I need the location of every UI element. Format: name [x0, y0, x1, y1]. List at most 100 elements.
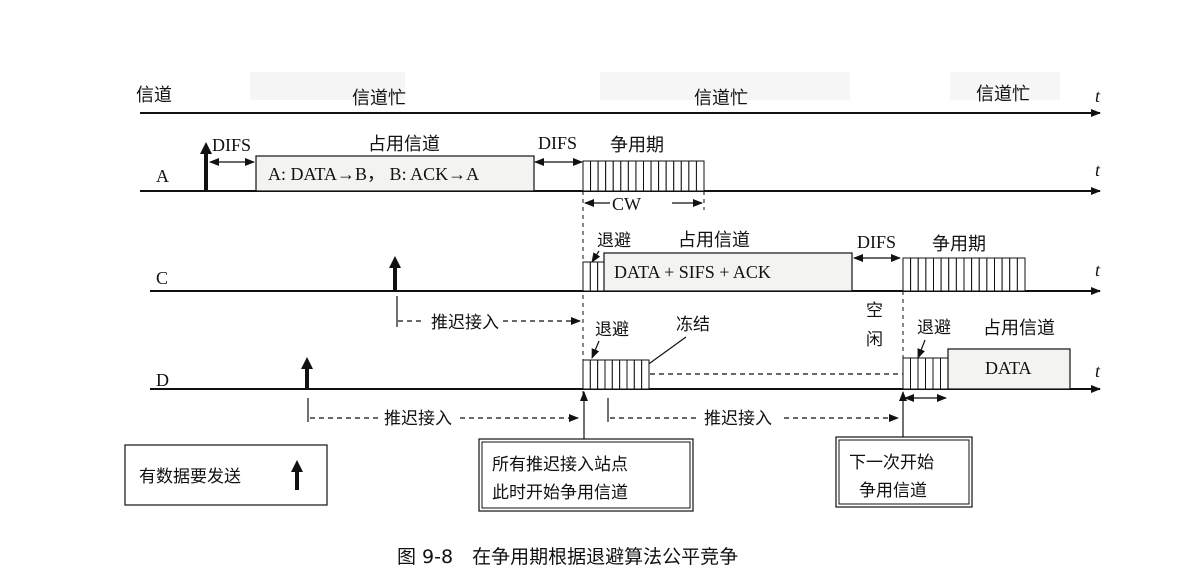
channel-busy-label-3: 信道忙 — [976, 84, 1030, 105]
time-slot — [695, 160, 705, 192]
time-slot — [917, 257, 927, 292]
backoff-label-d2: 退避 — [917, 318, 951, 338]
frame-label-a: A: DATA→B， B: ACK→A — [268, 164, 479, 184]
time-slot — [955, 257, 965, 292]
callout-box-1 — [478, 438, 694, 512]
time-slot — [971, 257, 980, 292]
time-slot — [948, 257, 957, 292]
contention-label-a: 争用期 — [610, 135, 664, 156]
time-slot — [597, 160, 607, 192]
time-slot — [986, 257, 995, 292]
frame-box-d — [947, 348, 1071, 390]
time-slot — [673, 160, 682, 192]
callout-box-2 — [835, 436, 973, 508]
time-slot — [635, 160, 644, 192]
time-slot — [641, 359, 650, 390]
axis-t-label: t — [1095, 86, 1101, 106]
defer-label-d2: 推迟接入 — [704, 409, 772, 429]
contention-window-slots-a — [582, 160, 705, 192]
legend-arrow-head-icon — [291, 460, 303, 472]
callout-2-line-2: 争用信道 — [859, 481, 927, 501]
time-slot — [902, 257, 912, 292]
legend-box — [124, 444, 328, 506]
time-slot — [597, 359, 606, 390]
frame-label-c: DATA + SIFS + ACK — [614, 262, 771, 282]
idle-label-1: 空 — [866, 301, 883, 321]
backoff-pointer-d2 — [917, 339, 926, 359]
station-a-label: A — [156, 166, 169, 186]
axis-t-label: t — [1095, 160, 1101, 180]
time-slot — [611, 359, 621, 390]
time-slot — [665, 160, 675, 192]
cw-label: CW — [612, 194, 641, 214]
scan-noise — [250, 72, 405, 100]
axis-t-label: t — [1095, 361, 1101, 381]
channel-busy-label-2: 信道忙 — [694, 88, 748, 109]
backoff-slots-d2 — [902, 357, 949, 390]
difs-label-a2: DIFS — [538, 133, 577, 153]
time-slot — [910, 357, 919, 390]
legend-text: 有数据要发送 — [139, 467, 241, 487]
freeze-label-d: 冻结 — [676, 315, 710, 335]
idle-label-2: 闲 — [866, 330, 883, 350]
time-slot — [902, 357, 911, 390]
time-slot — [940, 357, 949, 390]
station-c-label: C — [156, 268, 168, 288]
callout-box-1-inner — [481, 441, 691, 509]
backoff-slots-d — [582, 359, 650, 390]
data-ready-arrow-head-icon — [301, 357, 313, 369]
scan-noise — [600, 72, 850, 100]
time-slot — [1016, 257, 1026, 292]
time-slot — [582, 359, 591, 390]
difs-label-a1: DIFS — [212, 135, 251, 155]
time-slot — [688, 160, 697, 192]
channel-busy-label-1: 信道忙 — [352, 88, 406, 109]
occupy-label-c: 占用信道 — [678, 230, 750, 251]
callout-1-line-1: 所有推迟接入站点 — [492, 455, 628, 475]
time-slot — [1001, 257, 1011, 292]
backoff-pointer-d — [591, 340, 600, 359]
scan-noise — [950, 72, 1060, 100]
frame-box-c — [603, 252, 853, 292]
frame-label-d: DATA — [985, 358, 1032, 378]
time-slot — [978, 257, 988, 292]
time-slot — [963, 257, 973, 292]
data-ready-arrow-head-icon — [389, 256, 401, 268]
defer-label-d1: 推迟接入 — [384, 409, 452, 429]
time-slot — [1009, 257, 1018, 292]
time-slot — [933, 257, 942, 292]
frame-box-a — [255, 155, 535, 192]
time-slot — [626, 359, 635, 390]
contention-label-c: 争用期 — [932, 234, 986, 255]
time-slot — [994, 257, 1003, 292]
time-slot — [620, 160, 629, 192]
axis-t-label: t — [1095, 260, 1101, 280]
time-slot — [932, 357, 941, 390]
time-slot — [633, 359, 643, 390]
contention-window-slots-c — [902, 257, 1026, 292]
time-slot — [643, 160, 652, 192]
time-slot — [925, 357, 934, 390]
time-slot — [650, 160, 660, 192]
time-slot — [940, 257, 950, 292]
time-slot — [605, 160, 614, 192]
channel-label: 信道 — [136, 85, 172, 106]
time-slot — [925, 257, 934, 292]
station-d-label: D — [156, 370, 169, 390]
difs-label-c: DIFS — [857, 232, 896, 252]
time-slot — [582, 160, 592, 192]
figure-caption: 图 9-8 在争用期根据退避算法公平竞争 — [397, 546, 738, 568]
callout-2-line-1: 下一次开始 — [849, 453, 934, 473]
time-slot — [589, 359, 599, 390]
occupy-label-d: 占用信道 — [983, 318, 1055, 339]
time-slot — [680, 160, 690, 192]
time-slot — [589, 261, 599, 292]
time-slot — [627, 160, 637, 192]
time-slot — [917, 357, 926, 390]
time-slot — [582, 261, 591, 292]
backoff-label-d: 退避 — [595, 320, 629, 340]
backoff-slots-c — [582, 261, 606, 292]
occupy-label-a: 占用信道 — [368, 134, 440, 155]
callout-box-2-inner — [838, 439, 970, 505]
